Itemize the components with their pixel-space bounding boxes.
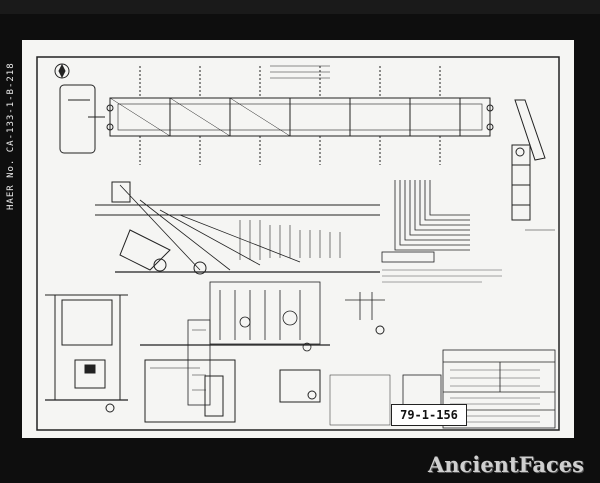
left-detail-box	[59, 84, 96, 154]
north-arrow-icon	[54, 63, 70, 79]
scan-top-edge	[0, 0, 600, 14]
hydraulic-schematic	[381, 180, 502, 283]
section-center	[140, 281, 330, 406]
section-left	[45, 294, 128, 413]
sheet-number: 79-1-156	[391, 404, 467, 426]
sheet-border	[36, 56, 560, 431]
right-side-detail	[511, 99, 555, 231]
elevation-view	[95, 181, 380, 275]
ancientfaces-watermark: AncientFaces	[428, 452, 584, 477]
plan-view	[88, 65, 494, 165]
small-details	[279, 292, 391, 426]
room-plan	[144, 359, 236, 423]
